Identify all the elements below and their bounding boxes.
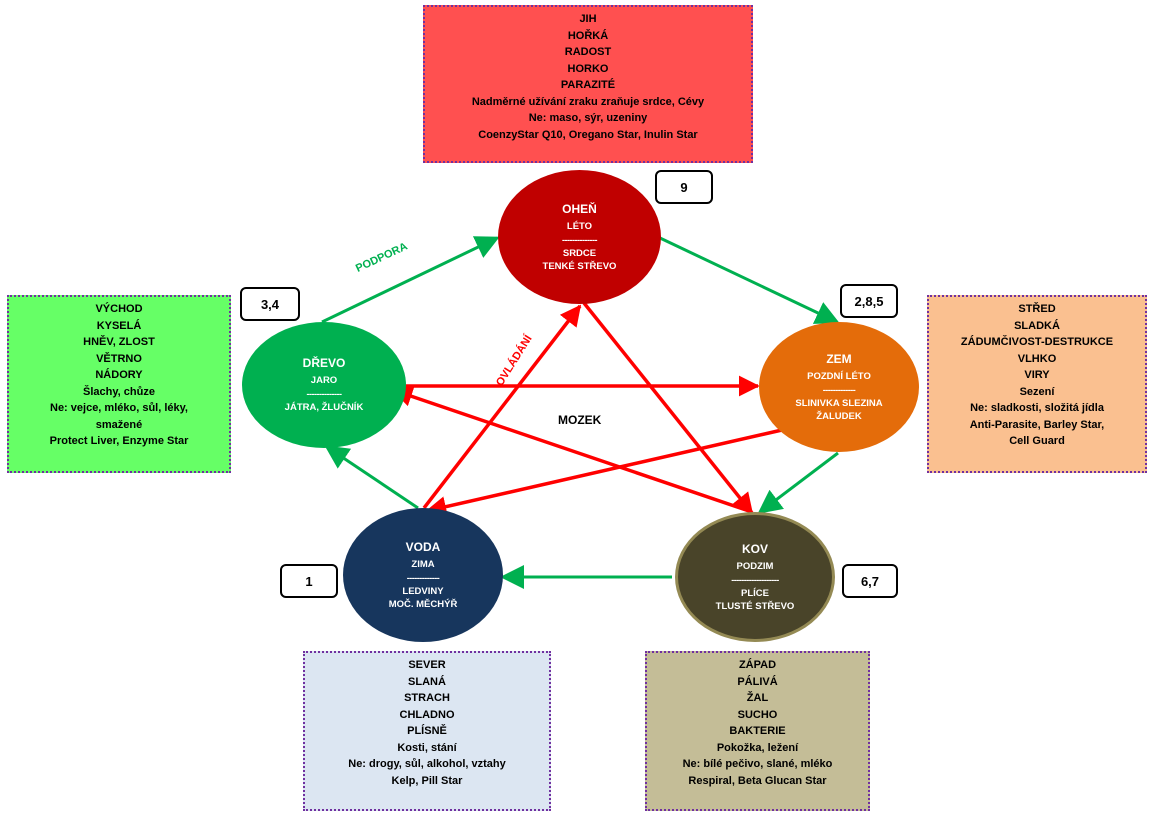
node-water-organ: LEDVINY xyxy=(402,585,444,597)
box-fire-line: Ne: maso, sýr, uzeniny xyxy=(528,112,648,124)
box-fire-line: JIH xyxy=(579,13,597,25)
box-fire: JIH HOŘKÁ RADOST HORKO PARAZITÉ Nadměrné… xyxy=(423,5,753,163)
box-fire-line: HORKO xyxy=(567,62,609,75)
box-water-line: PLÍSNĚ xyxy=(407,725,447,737)
node-metal-season: PODZIM xyxy=(736,560,774,572)
box-wood-line: Ne: vejce, mléko, sůl, léky, smažené xyxy=(50,402,188,431)
support-arrow-fire-earth xyxy=(659,236,840,324)
box-earth-line: SLADKÁ xyxy=(1014,319,1060,332)
box-wood-line: KYSELÁ xyxy=(96,319,142,332)
box-wood-line: VÝCHOD xyxy=(95,303,143,315)
box-metal-line: BAKTERIE xyxy=(729,725,786,737)
control-arrow-water-fire xyxy=(422,304,582,510)
box-water-line: CHLADNO xyxy=(399,708,455,721)
box-wood-line: NÁDORY xyxy=(95,369,143,381)
number-badge-earth: 2,8,5 xyxy=(840,284,898,318)
node-wood-organ: JÁTRA, ŽLUČNÍK xyxy=(284,402,364,413)
box-earth-line: VLHKO xyxy=(1017,352,1057,365)
box-metal-line: Pokožka, ležení xyxy=(716,741,799,754)
node-fire-season: LÉTO xyxy=(566,220,593,232)
node-metal-organ: TLUSTÉ STŘEVO xyxy=(715,600,795,612)
box-metal-line: Respiral, Beta Glucan Star xyxy=(688,774,827,787)
box-metal: ZÁPAD PÁLIVÁ ŽAL SUCHO BAKTERIE Pokožka,… xyxy=(645,651,870,811)
node-fire: OHEŇ LÉTO -------------- SRDCE TENKÉ STŘ… xyxy=(498,170,661,304)
node-water-season: ZIMA xyxy=(411,558,435,570)
box-earth-line: ZÁDUMČIVOST-DESTRUKCE xyxy=(960,336,1114,348)
number-badge-metal: 6,7 xyxy=(842,564,898,598)
node-earth-organ: SLINIVKA SLEZINA xyxy=(795,397,883,409)
box-wood: VÝCHOD KYSELÁ HNĚV, ZLOST VĚTRNO NÁDORY … xyxy=(7,295,231,473)
node-water-separator: ------------- xyxy=(406,572,440,583)
control-arrow-metal-wood xyxy=(391,386,753,514)
box-earth: STŘED SLADKÁ ZÁDUMČIVOST-DESTRUKCE VLHKO… xyxy=(927,295,1147,473)
node-metal-organ: PLÍCE xyxy=(741,587,769,599)
node-fire-organ: SRDCE xyxy=(562,247,597,259)
box-water-line: Kosti, stání xyxy=(397,741,457,754)
box-wood-line: Šlachy, chůze xyxy=(83,385,155,398)
box-water-line: SEVER xyxy=(408,659,446,671)
node-water-organ: MOČ. MĚCHÝŘ xyxy=(388,598,458,610)
box-water-line: SLANÁ xyxy=(408,675,446,688)
box-earth-line: VIRY xyxy=(1024,369,1050,381)
control-arrow-fire-metal xyxy=(582,301,754,515)
box-metal-line: ZÁPAD xyxy=(738,659,777,671)
node-metal-name: KOV xyxy=(741,541,768,556)
box-earth-line: Anti-Parasite, Barley Star, xyxy=(969,418,1105,431)
box-water: SEVER SLANÁ STRACH CHLADNO PLÍSNĚ Kosti,… xyxy=(303,651,551,811)
number-badge-water: 1 xyxy=(280,564,338,598)
box-fire-line: CoenzyStar Q10, Oregano Star, Inulin Sta… xyxy=(478,128,698,141)
box-earth-line: STŘED xyxy=(1018,303,1056,315)
node-earth-organ: ŽALUDEK xyxy=(816,410,862,422)
node-earth: ZEM POZDNÍ LÉTO ------------- SLINIVKA S… xyxy=(759,322,919,452)
node-wood-season: JARO xyxy=(310,375,338,386)
node-metal: KOV PODZIM ------------------- PLÍCE TLU… xyxy=(675,512,835,642)
node-fire-separator: -------------- xyxy=(562,234,597,245)
node-metal-separator: ------------------- xyxy=(731,574,779,585)
box-earth-line: Ne: sladkosti, složitá jídla xyxy=(970,402,1104,414)
number-badge-wood: 3,4 xyxy=(240,287,300,321)
node-earth-separator: ------------- xyxy=(822,384,856,395)
node-earth-season: POZDNÍ LÉTO xyxy=(807,370,871,382)
node-water: VODA ZIMA ------------- LEDVINY MOČ. MĚC… xyxy=(343,508,503,642)
node-water-name: VODA xyxy=(405,539,441,554)
box-water-line: Kelp, Pill Star xyxy=(391,774,463,787)
node-wood: DŘEVO JARO -------------- JÁTRA, ŽLUČNÍK xyxy=(242,322,406,448)
support-arrow-earth-metal xyxy=(757,451,839,514)
support-arrow-wood-fire xyxy=(321,236,500,324)
box-metal-line: PÁLIVÁ xyxy=(737,675,778,688)
control-arrow-earth-water xyxy=(425,428,783,517)
center-label: MOZEK xyxy=(558,413,602,427)
box-water-line: Ne: drogy, sůl, alkohol, vztahy xyxy=(348,758,506,770)
box-metal-line: ŽAL xyxy=(746,692,769,704)
box-earth-line: Sezení xyxy=(1019,385,1055,398)
number-badge-fire: 9 xyxy=(655,170,713,204)
box-wood-line: VĚTRNO xyxy=(96,352,142,365)
box-metal-line: SUCHO xyxy=(737,708,778,721)
box-fire-line: Nadměrné užívání zraku zraňuje srdce, Cé… xyxy=(471,95,705,108)
node-wood-separator: -------------- xyxy=(306,389,342,399)
box-water-line: STRACH xyxy=(404,692,450,704)
box-metal-line: Ne: bílé pečivo, slané, mléko xyxy=(682,758,833,770)
node-fire-name: OHEŇ xyxy=(562,201,597,216)
box-wood-line: HNĚV, ZLOST xyxy=(83,336,155,348)
box-earth-line: Cell Guard xyxy=(1009,435,1065,447)
box-fire-line: PARAZITÉ xyxy=(560,79,616,91)
box-wood-line: Protect Liver, Enzyme Star xyxy=(49,435,189,447)
node-wood-name: DŘEVO xyxy=(302,356,346,370)
box-fire-line: HOŘKÁ xyxy=(567,29,609,42)
box-fire-line: RADOST xyxy=(564,46,612,58)
node-earth-name: ZEM xyxy=(826,351,852,366)
node-fire-organ: TENKÉ STŘEVO xyxy=(542,260,617,272)
support-arrow-water-wood xyxy=(324,445,419,510)
